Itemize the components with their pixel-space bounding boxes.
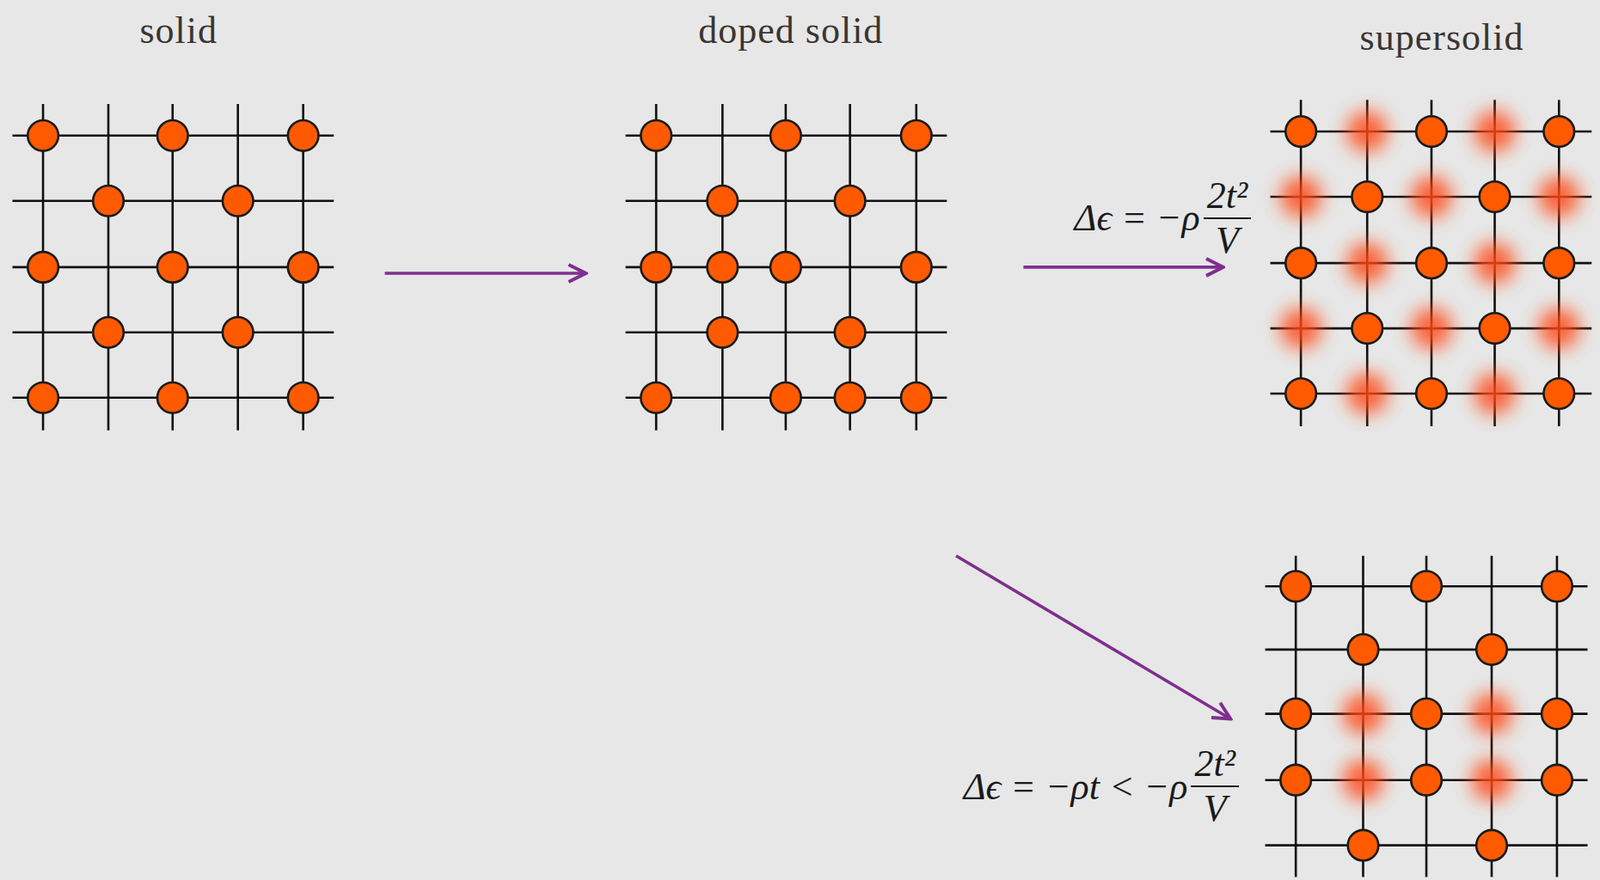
particle (1479, 312, 1511, 344)
delocalized-particle (1471, 760, 1512, 801)
particle (640, 120, 672, 152)
particle (1476, 634, 1508, 666)
particle (1280, 765, 1312, 797)
particle (1416, 247, 1447, 279)
particle (707, 185, 739, 217)
particle (1541, 570, 1573, 602)
delocalized-particle (1346, 373, 1387, 414)
delocalized-particle (1280, 307, 1321, 349)
particle (1416, 116, 1447, 148)
particle (288, 251, 319, 283)
equation-text: Δϵ = −ρ (1074, 196, 1201, 240)
particle (1280, 698, 1312, 730)
particle (834, 185, 866, 217)
particle (1285, 116, 1317, 148)
particle (1410, 570, 1442, 602)
fraction: 2t²V (1203, 176, 1251, 261)
particle (1416, 378, 1447, 410)
delocalized-particle (1342, 760, 1384, 801)
fraction: 2t²V (1190, 744, 1239, 829)
particle (1544, 116, 1576, 148)
particle (770, 120, 802, 152)
particle (834, 382, 866, 414)
delocalized-particle (1346, 242, 1387, 283)
transition-arrow (956, 556, 1231, 720)
particle (1544, 378, 1576, 410)
panel-heading: doped solid (698, 8, 883, 53)
delocalized-particle (1410, 307, 1452, 349)
particle (222, 185, 254, 217)
fraction-denominator: V (1200, 787, 1231, 829)
particle (640, 251, 672, 283)
fraction-numerator: 2t² (1203, 176, 1251, 220)
lattice-line (625, 331, 948, 335)
particle (1351, 181, 1383, 213)
particle (288, 120, 319, 152)
particle (901, 120, 932, 152)
delocalized-particle (1346, 110, 1387, 152)
delocalized-particle (1410, 176, 1452, 217)
delocalized-particle (1280, 176, 1321, 217)
particle (157, 382, 189, 414)
particle (1410, 698, 1442, 730)
particle (222, 317, 254, 349)
particle (770, 251, 802, 283)
particle (92, 185, 124, 217)
particle (1476, 830, 1508, 862)
lattice-line (1265, 844, 1588, 847)
delocalized-particle (1474, 242, 1515, 283)
lattice-line (236, 104, 240, 431)
transition-arrow (1023, 265, 1224, 270)
lattice-line (12, 331, 334, 335)
particle (92, 317, 124, 349)
particle (901, 251, 932, 283)
energy-equation: Δϵ = −ρ2t²V (1074, 176, 1251, 261)
particle (27, 382, 59, 414)
particle (27, 120, 59, 152)
transition-arrow (385, 271, 587, 276)
particle (1348, 830, 1380, 862)
delocalized-particle (1538, 307, 1580, 349)
delocalized-particle (1538, 176, 1580, 217)
particle (288, 382, 319, 414)
delocalized-particle (1474, 110, 1515, 152)
particle (1410, 765, 1442, 797)
particle (1541, 698, 1573, 730)
particle (1544, 247, 1576, 279)
particle (157, 251, 189, 283)
particle (834, 317, 866, 349)
particle (1541, 765, 1573, 797)
delocalized-particle (1474, 373, 1515, 414)
particle (157, 120, 189, 152)
panel-heading: supersolid (1360, 15, 1525, 60)
particle (1285, 247, 1317, 279)
delocalized-particle (1471, 693, 1512, 735)
particle (770, 382, 802, 414)
particle (1348, 634, 1380, 666)
particle (1479, 181, 1511, 213)
particle (1280, 570, 1312, 602)
particle (707, 317, 739, 349)
equation-text: Δϵ = −ρt < −ρ (963, 765, 1189, 810)
fraction-numerator: 2t² (1190, 744, 1239, 788)
energy-equation: Δϵ = −ρt < −ρ2t²V (963, 744, 1239, 829)
particle (27, 251, 59, 283)
particle (1351, 312, 1383, 344)
particle (901, 382, 932, 414)
particle (640, 382, 672, 414)
particle (707, 251, 739, 283)
delocalized-particle (1342, 693, 1384, 735)
panel-heading: solid (139, 8, 218, 53)
fraction-denominator: V (1212, 219, 1243, 261)
particle (1285, 378, 1317, 410)
